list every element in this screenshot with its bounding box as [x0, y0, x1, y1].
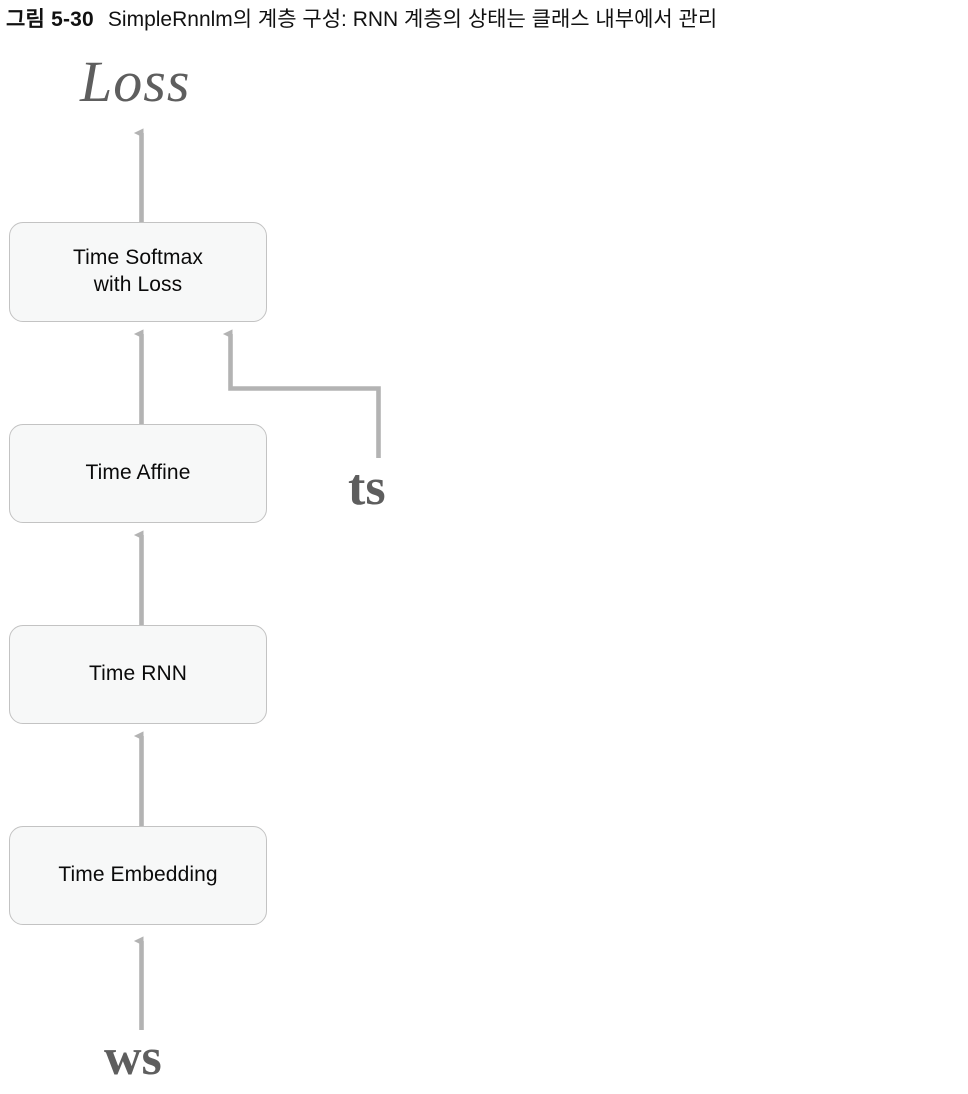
arrow-ts-to-softmax: [231, 334, 381, 458]
layer-box-label: Time Softmax with Loss: [73, 245, 203, 299]
layer-box-time-rnn[interactable]: Time RNN: [9, 625, 267, 724]
variable-label-ts: ts: [348, 459, 386, 516]
layer-box-label: Time Affine: [85, 461, 191, 485]
layer-box-time-embedding[interactable]: Time Embedding: [9, 826, 267, 925]
layer-box-time-softmax-with-loss[interactable]: Time Softmax with Loss: [9, 222, 267, 322]
layer-box-time-affine[interactable]: Time Affine: [9, 424, 267, 523]
figure-caption-text: SimpleRnnlm의 계층 구성: RNN 계층의 상태는 클래스 내부에서…: [107, 8, 718, 31]
layer-label-line1: Time Softmax: [73, 246, 203, 270]
figure-number: 그림 5-30: [6, 8, 94, 31]
layer-box-label: Time RNN: [88, 662, 188, 686]
layer-label-line2: with Loss: [93, 273, 183, 296]
layer-box-label: Time Embedding: [58, 863, 218, 887]
figure-caption: 그림 5-30 SimpleRnnlm의 계층 구성: RNN 계층의 상태는 클…: [6, 4, 968, 36]
variable-label-ws: ws: [104, 1029, 162, 1086]
variable-label-loss: Loss: [80, 49, 191, 114]
